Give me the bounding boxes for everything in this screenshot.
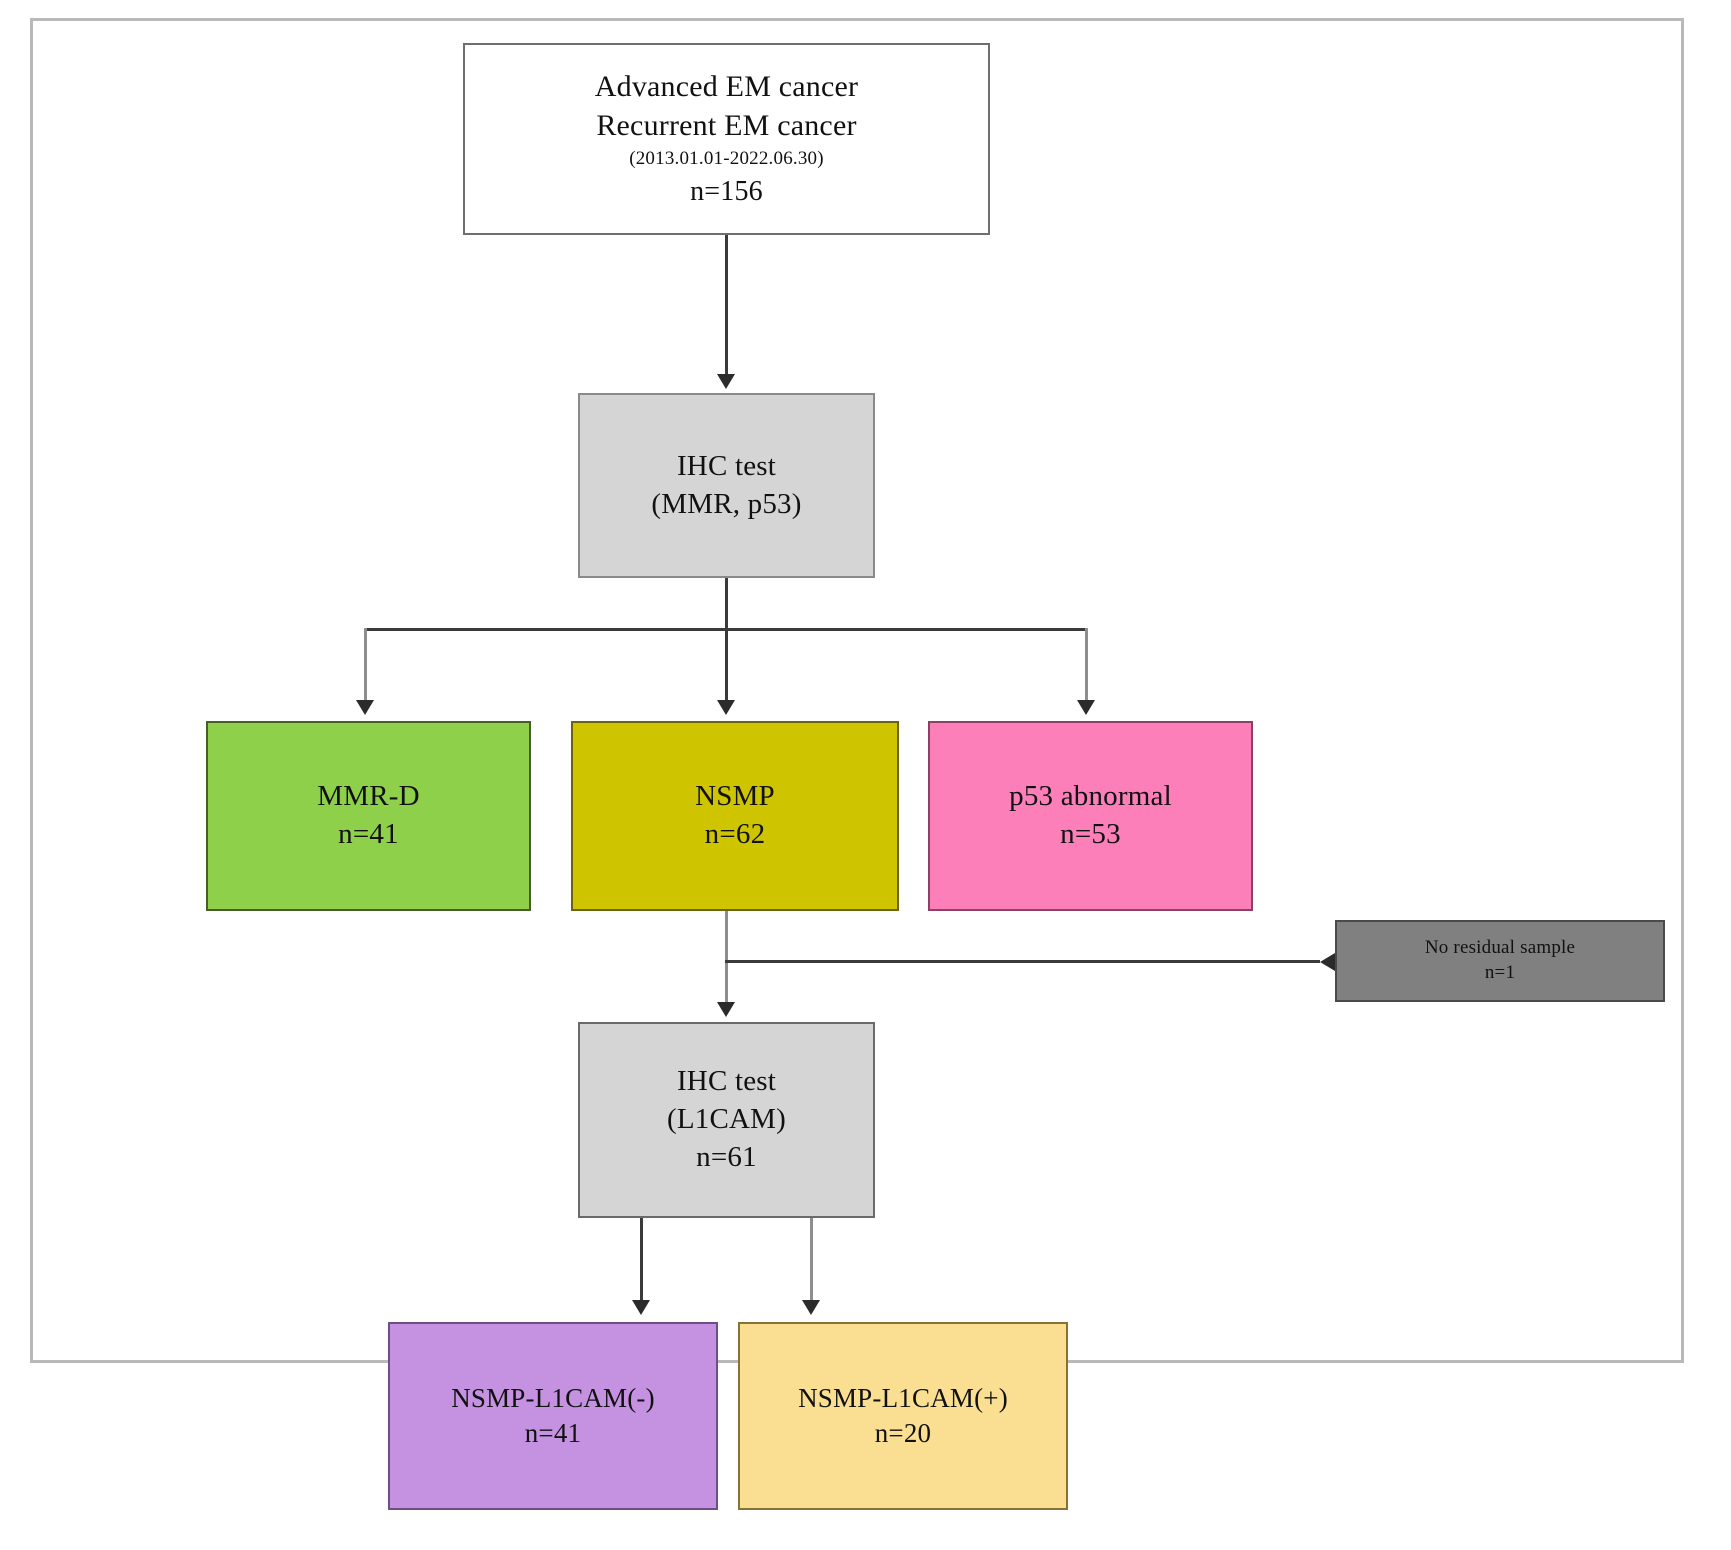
- arrowhead-p53: [1077, 700, 1095, 715]
- node-mmr-d: MMR-D n=41: [206, 721, 531, 911]
- no-residual-count: n=1: [1484, 962, 1516, 983]
- p53-label: p53 abnormal: [1009, 780, 1172, 813]
- ihc2-count: n=61: [696, 1140, 757, 1173]
- cohort-line1: Advanced EM cancer: [594, 70, 859, 104]
- nsmp-count: n=62: [704, 818, 766, 850]
- mmrd-label: MMR-D: [317, 780, 420, 813]
- ihc1-line2: (MMR, p53): [651, 487, 802, 520]
- arrowhead-l1cam-neg: [632, 1300, 650, 1315]
- edge-ihc1-down: [725, 578, 728, 630]
- edge-cohort-to-ihc1: [725, 235, 728, 375]
- ihc1-line1: IHC test: [676, 449, 777, 482]
- node-ihc-test-l1cam: IHC test (L1CAM) n=61: [578, 1022, 875, 1218]
- edge-nsmp-to-ihc2: [725, 911, 728, 1004]
- node-p53-abnormal: p53 abnormal n=53: [928, 721, 1253, 911]
- node-nsmp-l1cam-negative: NSMP-L1CAM(-) n=41: [388, 1322, 718, 1510]
- edge-bus-to-nsmp: [725, 628, 728, 703]
- arrowhead-ihc2: [717, 1002, 735, 1017]
- p53-count: n=53: [1060, 818, 1121, 850]
- node-ihc-test-mmr-p53: IHC test (MMR, p53): [578, 393, 875, 578]
- l1cam-neg-label: NSMP-L1CAM(-): [451, 1382, 655, 1413]
- l1cam-neg-count: n=41: [524, 1418, 582, 1448]
- edge-ihc2-to-l1cam-pos: [810, 1218, 813, 1303]
- node-nsmp: NSMP n=62: [571, 721, 899, 911]
- cohort-count: n=156: [690, 176, 763, 208]
- node-cohort: Advanced EM cancer Recurrent EM cancer (…: [463, 43, 990, 235]
- arrowhead-l1cam-pos: [802, 1300, 820, 1315]
- cohort-line2: Recurrent EM cancer: [596, 109, 857, 143]
- arrowhead-ihc1: [717, 374, 735, 389]
- l1cam-pos-count: n=20: [874, 1418, 932, 1448]
- mmrd-count: n=41: [338, 818, 399, 850]
- edge-bus-to-mmrd: [364, 628, 367, 703]
- ihc2-line2: (L1CAM): [666, 1103, 786, 1136]
- arrowhead-nsmp: [717, 700, 735, 715]
- cohort-period: (2013.01.01-2022.06.30): [629, 148, 824, 170]
- no-residual-label: No residual sample: [1424, 937, 1576, 959]
- node-no-residual-sample: No residual sample n=1: [1335, 920, 1665, 1002]
- arrowhead-no-residual: [1320, 953, 1335, 971]
- node-nsmp-l1cam-positive: NSMP-L1CAM(+) n=20: [738, 1322, 1068, 1510]
- arrowhead-mmrd: [356, 700, 374, 715]
- nsmp-label: NSMP: [695, 780, 775, 813]
- edge-ihc2-to-l1cam-neg: [640, 1218, 643, 1303]
- edge-nsmp-to-no-residual: [725, 960, 1320, 963]
- ihc2-line1: IHC test: [676, 1065, 777, 1098]
- edge-bus-to-p53: [1085, 628, 1088, 703]
- l1cam-pos-label: NSMP-L1CAM(+): [798, 1382, 1008, 1413]
